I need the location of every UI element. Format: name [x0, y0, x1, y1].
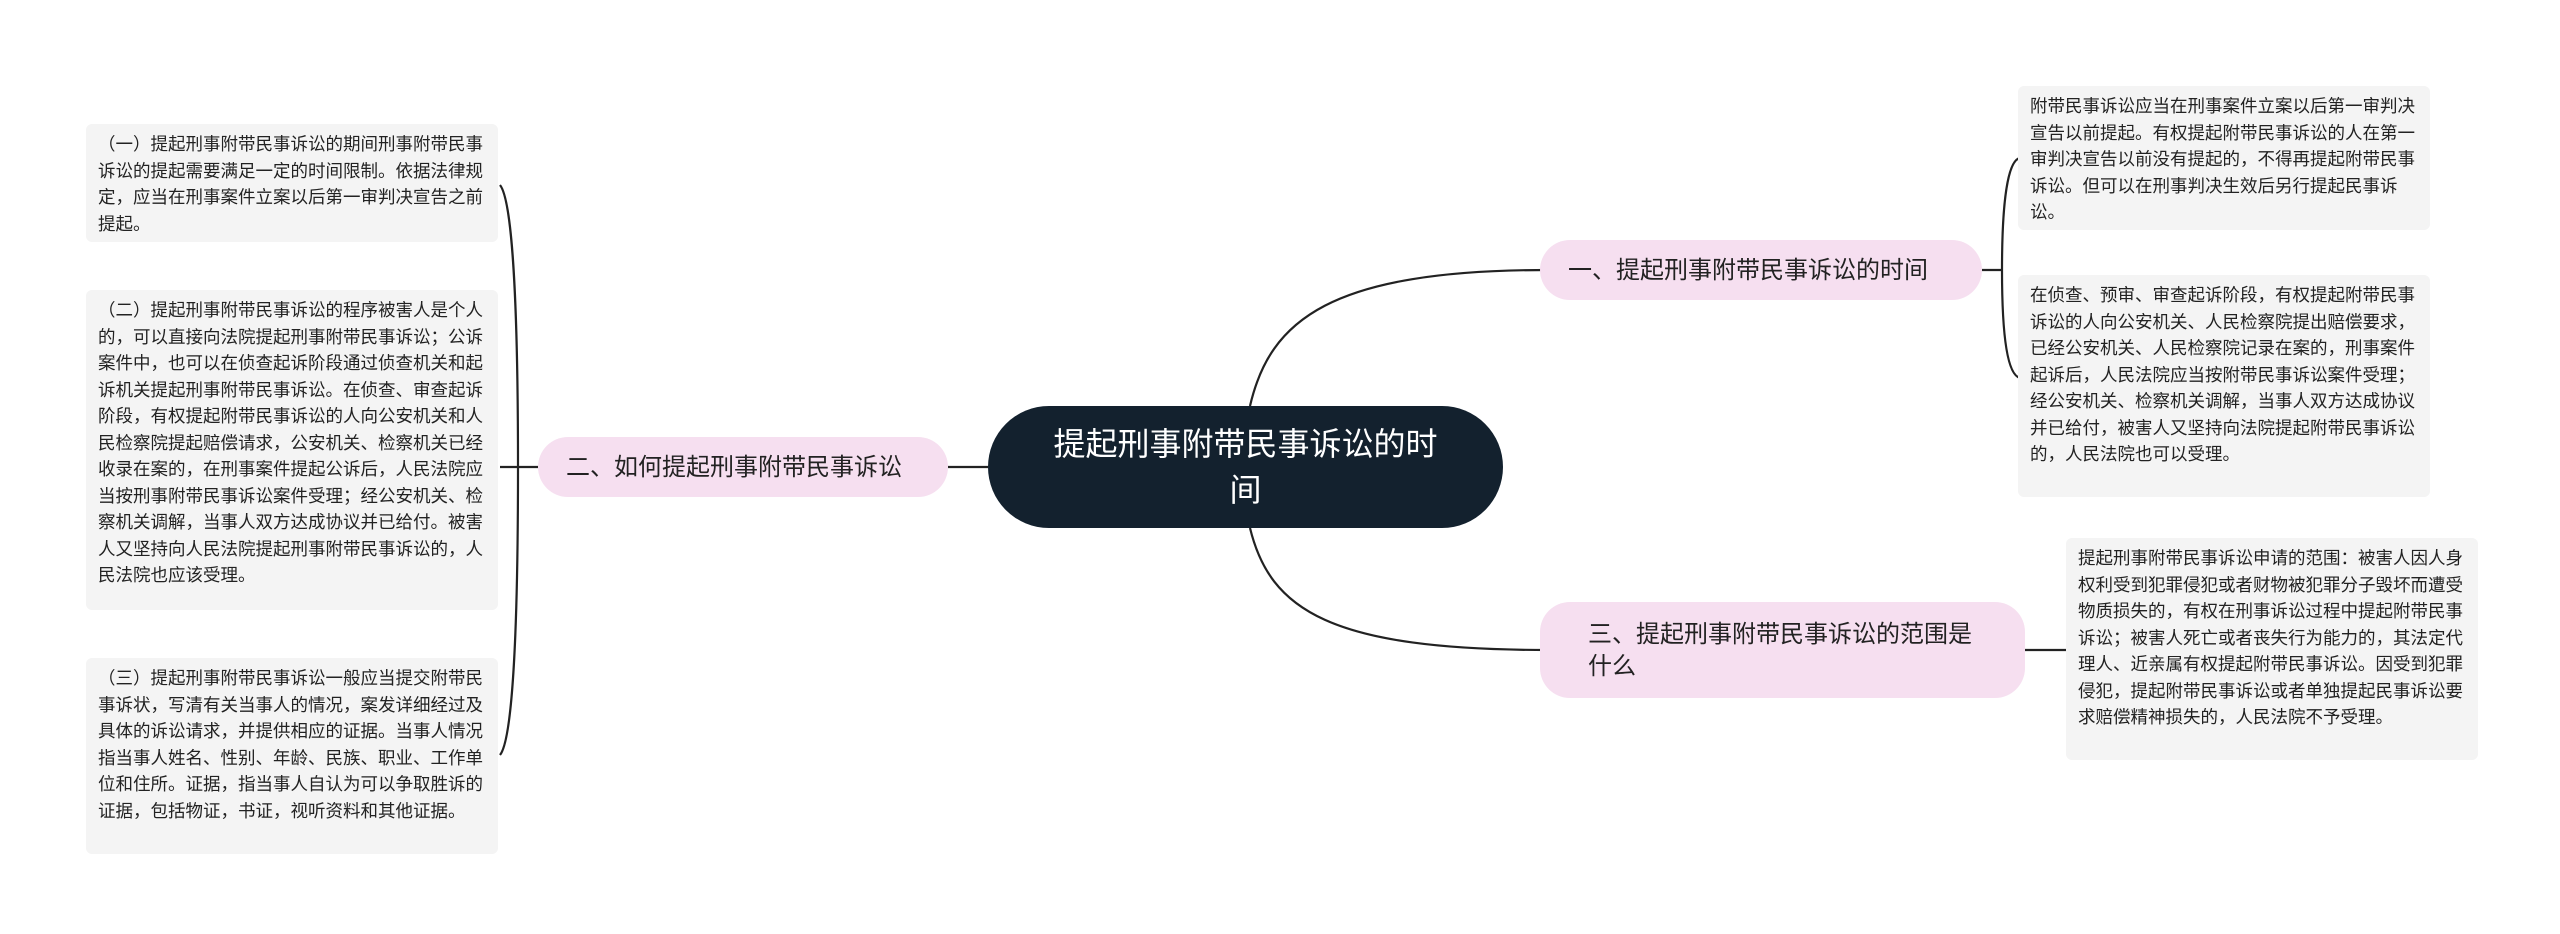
root-node[interactable]: 提起刑事附带民事诉讼的时间 — [988, 406, 1503, 528]
branch-1-label: 一、提起刑事附带民事诉讼的时间 — [1568, 256, 1928, 284]
branch-3-label: 三、提起刑事附带民事诉讼的范围是什么 — [1588, 620, 1972, 680]
leaf-b2-2-text: （二）提起刑事附带民事诉讼的程序被害人是个人的，可以直接向法院提起刑事附带民事诉… — [98, 301, 483, 586]
link-b2-leaves — [499, 184, 538, 756]
leaf-b1-2[interactable]: 在侦查、预审、审查起诉阶段，有权提起附带民事诉讼的人向公安机关、人民检察院提出赔… — [2018, 275, 2430, 497]
branch-node-2[interactable]: 二、如何提起刑事附带民事诉讼 — [538, 437, 948, 497]
root-title: 提起刑事附带民事诉讼的时间 — [1053, 425, 1438, 509]
leaf-b2-3[interactable]: （三）提起刑事附带民事诉讼一般应当提交附带民事诉状，写清有关当事人的情况，案发详… — [86, 658, 498, 854]
branch-node-1[interactable]: 一、提起刑事附带民事诉讼的时间 — [1540, 240, 1982, 300]
leaf-b2-3-text: （三）提起刑事附带民事诉讼一般应当提交附带民事诉状，写清有关当事人的情况，案发详… — [98, 669, 483, 822]
leaf-b2-2[interactable]: （二）提起刑事附带民事诉讼的程序被害人是个人的，可以直接向法院提起刑事附带民事诉… — [86, 290, 498, 610]
branch-2-label: 二、如何提起刑事附带民事诉讼 — [566, 453, 902, 481]
leaf-b1-1[interactable]: 附带民事诉讼应当在刑事案件立案以后第一审判决宣告以前提起。有权提起附带民事诉讼的… — [2018, 86, 2430, 230]
link-b1-leaves — [1982, 156, 2021, 380]
leaf-b1-2-text: 在侦查、预审、审查起诉阶段，有权提起附带民事诉讼的人向公安机关、人民检察院提出赔… — [2030, 286, 2415, 465]
leaf-b3-1[interactable]: 提起刑事附带民事诉讼申请的范围：被害人因人身权利受到犯罪侵犯或者财物被犯罪分子毁… — [2066, 538, 2478, 760]
link-root-b3 — [1248, 527, 1549, 652]
link-root-b1 — [1248, 268, 1549, 407]
leaf-b2-1[interactable]: （一）提起刑事附带民事诉讼的期间刑事附带民事诉讼的提起需要满足一定的时间限制。依… — [86, 124, 498, 242]
leaf-b1-1-text: 附带民事诉讼应当在刑事案件立案以后第一审判决宣告以前提起。有权提起附带民事诉讼的… — [2030, 97, 2415, 223]
leaf-b3-1-text: 提起刑事附带民事诉讼申请的范围：被害人因人身权利受到犯罪侵犯或者财物被犯罪分子毁… — [2078, 549, 2463, 728]
branch-node-3[interactable]: 三、提起刑事附带民事诉讼的范围是什么 — [1540, 602, 2025, 698]
leaf-b2-1-text: （一）提起刑事附带民事诉讼的期间刑事附带民事诉讼的提起需要满足一定的时间限制。依… — [98, 135, 483, 235]
